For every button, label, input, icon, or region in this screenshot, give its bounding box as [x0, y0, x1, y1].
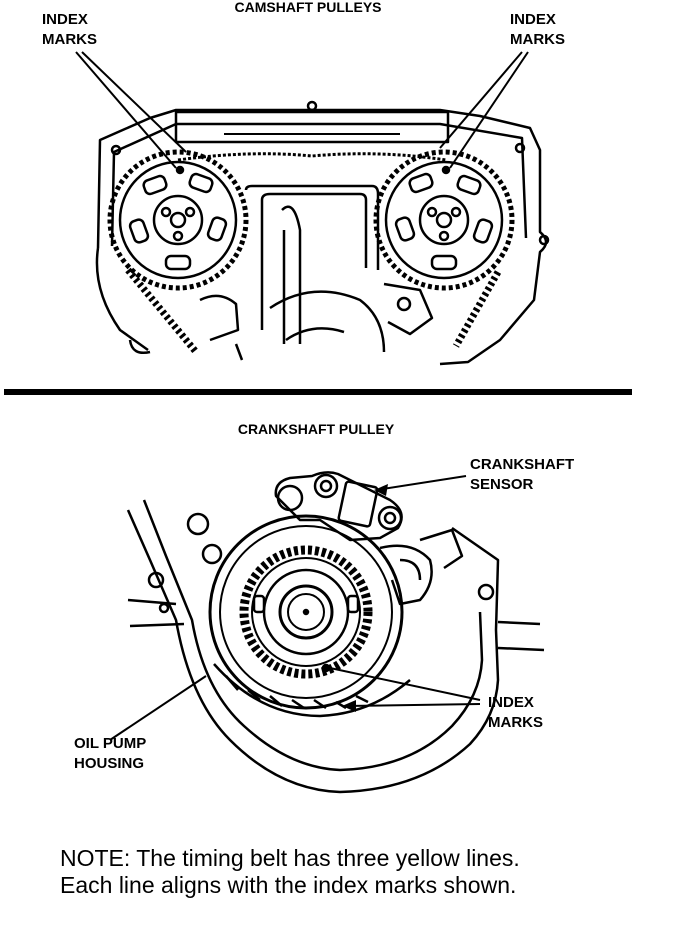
crankshaft-cover-bolt-right	[477, 583, 495, 601]
camshaft-lower-left-detail	[128, 339, 244, 361]
camshaft-cover-bolt-right-low	[538, 234, 550, 246]
crankshaft-section: CRANKSHAFT PULLEY CRANKSHAFT SENSOR INDE…	[74, 421, 574, 794]
camshaft-center-shaft	[281, 205, 302, 344]
camshaft-right-index-mark	[441, 165, 451, 175]
camshaft-cover-bolt-right	[514, 142, 526, 154]
crankshaft-index-arrowhead	[342, 700, 356, 712]
camshaft-right-leader-a	[449, 51, 529, 169]
crankshaft-oil-label-line2: HOUSING	[74, 755, 144, 772]
crankshaft-oil-pump-ribs	[225, 675, 369, 710]
camshaft-cover-outline	[95, 108, 548, 366]
camshaft-bracket-right	[383, 282, 434, 336]
crankshaft-sensor-label-line1: CRANKSHAFT	[470, 456, 574, 473]
crankshaft-index-label-line2: MARKS	[488, 714, 543, 731]
crankshaft-right-housing	[379, 544, 433, 606]
crankshaft-oil-label-line1: OIL PUMP	[74, 735, 146, 752]
crankshaft-cover-bolt-top-left	[186, 512, 210, 536]
crankshaft-oil-pump-arc	[213, 663, 411, 718]
camshaft-pulley-right	[373, 149, 515, 291]
camshaft-right-label-line2: MARKS	[510, 31, 565, 48]
crankshaft-index-mark	[321, 663, 331, 673]
crankshaft-oil-leader	[109, 675, 207, 741]
crankshaft-sensor-bracket	[274, 471, 403, 542]
camshaft-cover-bolt-left	[110, 144, 122, 156]
crankshaft-sensor-bolt-left-inner	[319, 479, 333, 493]
crankshaft-cover-right-rail	[497, 620, 545, 652]
camshaft-left-leader-a	[75, 51, 177, 169]
camshaft-left-label-line1: INDEX	[42, 11, 88, 28]
camshaft-center-housing	[244, 184, 380, 330]
crankshaft-cover-bolt-left-low	[158, 602, 170, 614]
camshaft-right-label-line1: INDEX	[510, 11, 556, 28]
note-text: NOTE: The timing belt has three yellow l…	[60, 845, 520, 899]
camshaft-belt-right-run	[452, 270, 502, 348]
crankshaft-right-bracket	[419, 528, 464, 570]
camshaft-left-index-mark	[175, 165, 185, 175]
crankshaft-title: CRANKSHAFT PULLEY	[238, 421, 395, 437]
camshaft-pulley-left	[107, 149, 249, 291]
camshaft-section: CAMSHAFT PULLEYS INDEX MARKS INDEX MARKS	[42, 0, 565, 366]
crankshaft-index-label-line1: INDEX	[488, 694, 534, 711]
camshaft-center-lower	[269, 290, 386, 353]
crankshaft-cover-left-rail	[127, 598, 185, 628]
camshaft-bracket-bolt-right	[396, 296, 412, 312]
camshaft-right-leader-b	[439, 51, 523, 149]
crankshaft-cover-plug-left	[201, 543, 223, 565]
camshaft-belt-top	[177, 152, 447, 162]
crankshaft-sensor-body	[337, 480, 379, 528]
crankshaft-sensor-bolt-right	[377, 505, 403, 531]
crankshaft-sensor-bolt-right-inner	[383, 511, 397, 525]
crankshaft-sensor-boss	[276, 484, 304, 512]
camshaft-cover-window	[174, 110, 450, 144]
camshaft-left-label-line2: MARKS	[42, 31, 97, 48]
camshaft-left-leader-b	[81, 51, 187, 153]
crankshaft-sensor-leader	[375, 475, 467, 491]
crankshaft-sensor-bolt-left	[313, 473, 339, 499]
camshaft-cover-bolt-top	[306, 100, 318, 112]
crankshaft-cover-inner	[142, 499, 484, 772]
camshaft-bracket-left	[199, 294, 240, 342]
camshaft-title: CAMSHAFT PULLEYS	[235, 0, 382, 15]
crankshaft-cover-bolt-left	[147, 571, 165, 589]
camshaft-cover-inner	[110, 122, 528, 247]
note-line-2: Each line aligns with the index marks sh…	[60, 872, 517, 898]
crankshaft-cover-outer	[126, 509, 500, 794]
crankshaft-sensor-label-line2: SENSOR	[470, 476, 534, 493]
note-line-1: NOTE: The timing belt has three yellow l…	[60, 845, 520, 871]
camshaft-belt-left-run	[125, 267, 199, 355]
crankshaft-pulley	[208, 514, 404, 710]
crankshaft-sensor-arrowhead	[374, 484, 388, 496]
